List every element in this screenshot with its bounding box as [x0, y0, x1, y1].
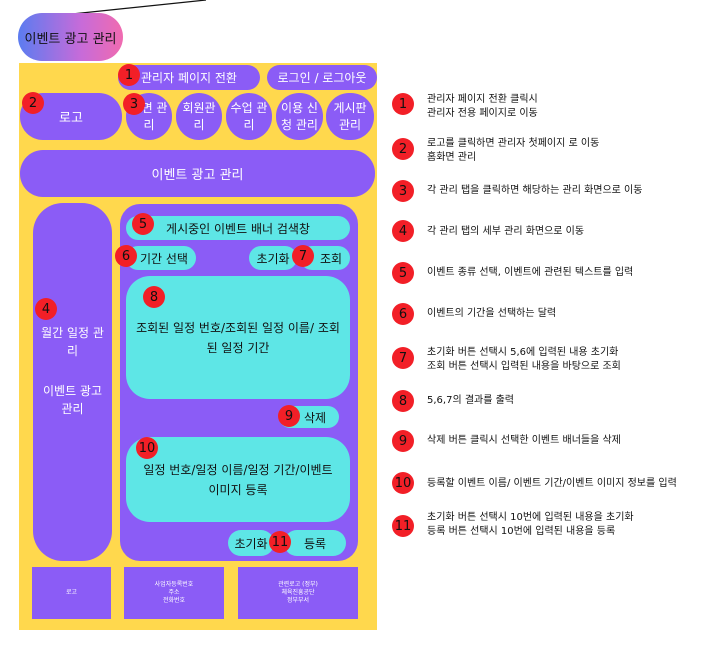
legend-badge-7: 7 — [392, 347, 414, 369]
legend-badge-8: 8 — [392, 390, 414, 412]
legend-text-6: 이벤트의 기간을 선택하는 달력 — [427, 308, 557, 319]
legend-text-10: 등록할 이벤트 이름/ 이벤트 기간/이벤트 이미지 정보를 입력 — [427, 478, 677, 489]
legend-badge-4: 4 — [392, 220, 414, 242]
register-form-area[interactable]: 일정 번호/일정 이름/일정 기간/이벤트 이미지 등록 — [126, 437, 350, 522]
callout-badge-10: 10 — [136, 437, 158, 459]
callout-badge-9: 9 — [278, 405, 300, 427]
legend-text-9: 삭제 버튼 클릭시 선택한 이벤트 배너들을 삭제 — [427, 435, 621, 446]
legend-text-8: 5,6,7의 결과를 출력 — [427, 395, 515, 406]
tab-board-manage[interactable]: 게시판 관리 — [326, 93, 374, 140]
legend-badge-2: 2 — [392, 138, 414, 160]
legend-text-4: 각 관리 탭의 세부 관리 화면으로 이동 — [427, 226, 585, 237]
legend-badge-1: 1 — [392, 93, 414, 115]
legend-badge-3: 3 — [392, 180, 414, 202]
sidebar-item-event-ad[interactable]: 이벤트 광고 관리 — [42, 384, 102, 416]
period-select[interactable]: 기간 선택 — [126, 246, 196, 270]
register-button[interactable]: 등록 — [284, 530, 346, 556]
login-logout-button[interactable]: 로그인 / 로그아웃 — [267, 65, 377, 90]
callout-badge-6: 6 — [115, 245, 137, 267]
legend-text-3: 각 관리 탭을 클릭하면 해당하는 관리 화면으로 이동 — [427, 185, 643, 196]
tab-class-manage[interactable]: 수업 관리 — [226, 93, 272, 140]
callout-badge-1: 1 — [118, 64, 140, 86]
legend-text-11: 초기화 버튼 선택시 10번에 입력된 내용을 초기화 등록 버튼 선택시 10… — [427, 512, 634, 537]
legend-badge-10: 10 — [392, 472, 414, 494]
callout-badge-7: 7 — [292, 245, 314, 267]
footer-logo: 로고 — [32, 567, 111, 619]
legend-text-5: 이벤트 종류 선택, 이벤트에 관련된 텍스트를 입력 — [427, 267, 634, 278]
legend-text-1: 관리자 페이지 전환 클릭시 관리자 전용 페이지로 이동 — [427, 94, 538, 119]
footer-related-logo: 관련로고 (정부) 체육진흥공단 정부부서 — [238, 567, 358, 619]
section-banner: 이벤트 광고 관리 — [20, 150, 375, 197]
legend-text-7: 초기화 버튼 선택시 5,6에 입력된 내용 초기화 조회 버튼 선택시 입력된… — [427, 347, 621, 372]
reset-button[interactable]: 초기화 — [249, 246, 297, 270]
legend-badge-9: 9 — [392, 430, 414, 452]
connector-line — [71, 0, 207, 15]
legend-badge-5: 5 — [392, 262, 414, 284]
callout-badge-8: 8 — [143, 286, 165, 308]
callout-badge-2: 2 — [22, 92, 44, 114]
legend-badge-6: 6 — [392, 303, 414, 325]
reset-button-2[interactable]: 초기화 — [228, 530, 274, 556]
callout-badge-3: 3 — [123, 93, 145, 115]
sidebar — [33, 203, 112, 561]
page-title: 이벤트 광고 관리 — [18, 13, 123, 61]
tab-member-manage[interactable]: 회원관리 — [176, 93, 222, 140]
sidebar-item-monthly-schedule[interactable]: 월간 일정 관리 — [41, 326, 104, 358]
callout-badge-11: 11 — [269, 531, 291, 553]
legend-text-2: 로고를 클릭하면 관리자 첫페이지 로 이동 홈화면 관리 — [427, 138, 600, 163]
tab-application-manage[interactable]: 이용 신청 관리 — [276, 93, 323, 140]
callout-badge-4: 4 — [35, 298, 57, 320]
admin-switch-button[interactable]: 관리자 페이지 전환 — [118, 65, 260, 90]
legend-badge-11: 11 — [392, 515, 414, 537]
callout-badge-5: 5 — [132, 213, 154, 235]
footer-business-info: 사업자등록번호 주소 전화번호 — [124, 567, 224, 619]
event-banner-search-input[interactable]: 게시중인 이벤트 배너 검색창 — [126, 216, 350, 240]
